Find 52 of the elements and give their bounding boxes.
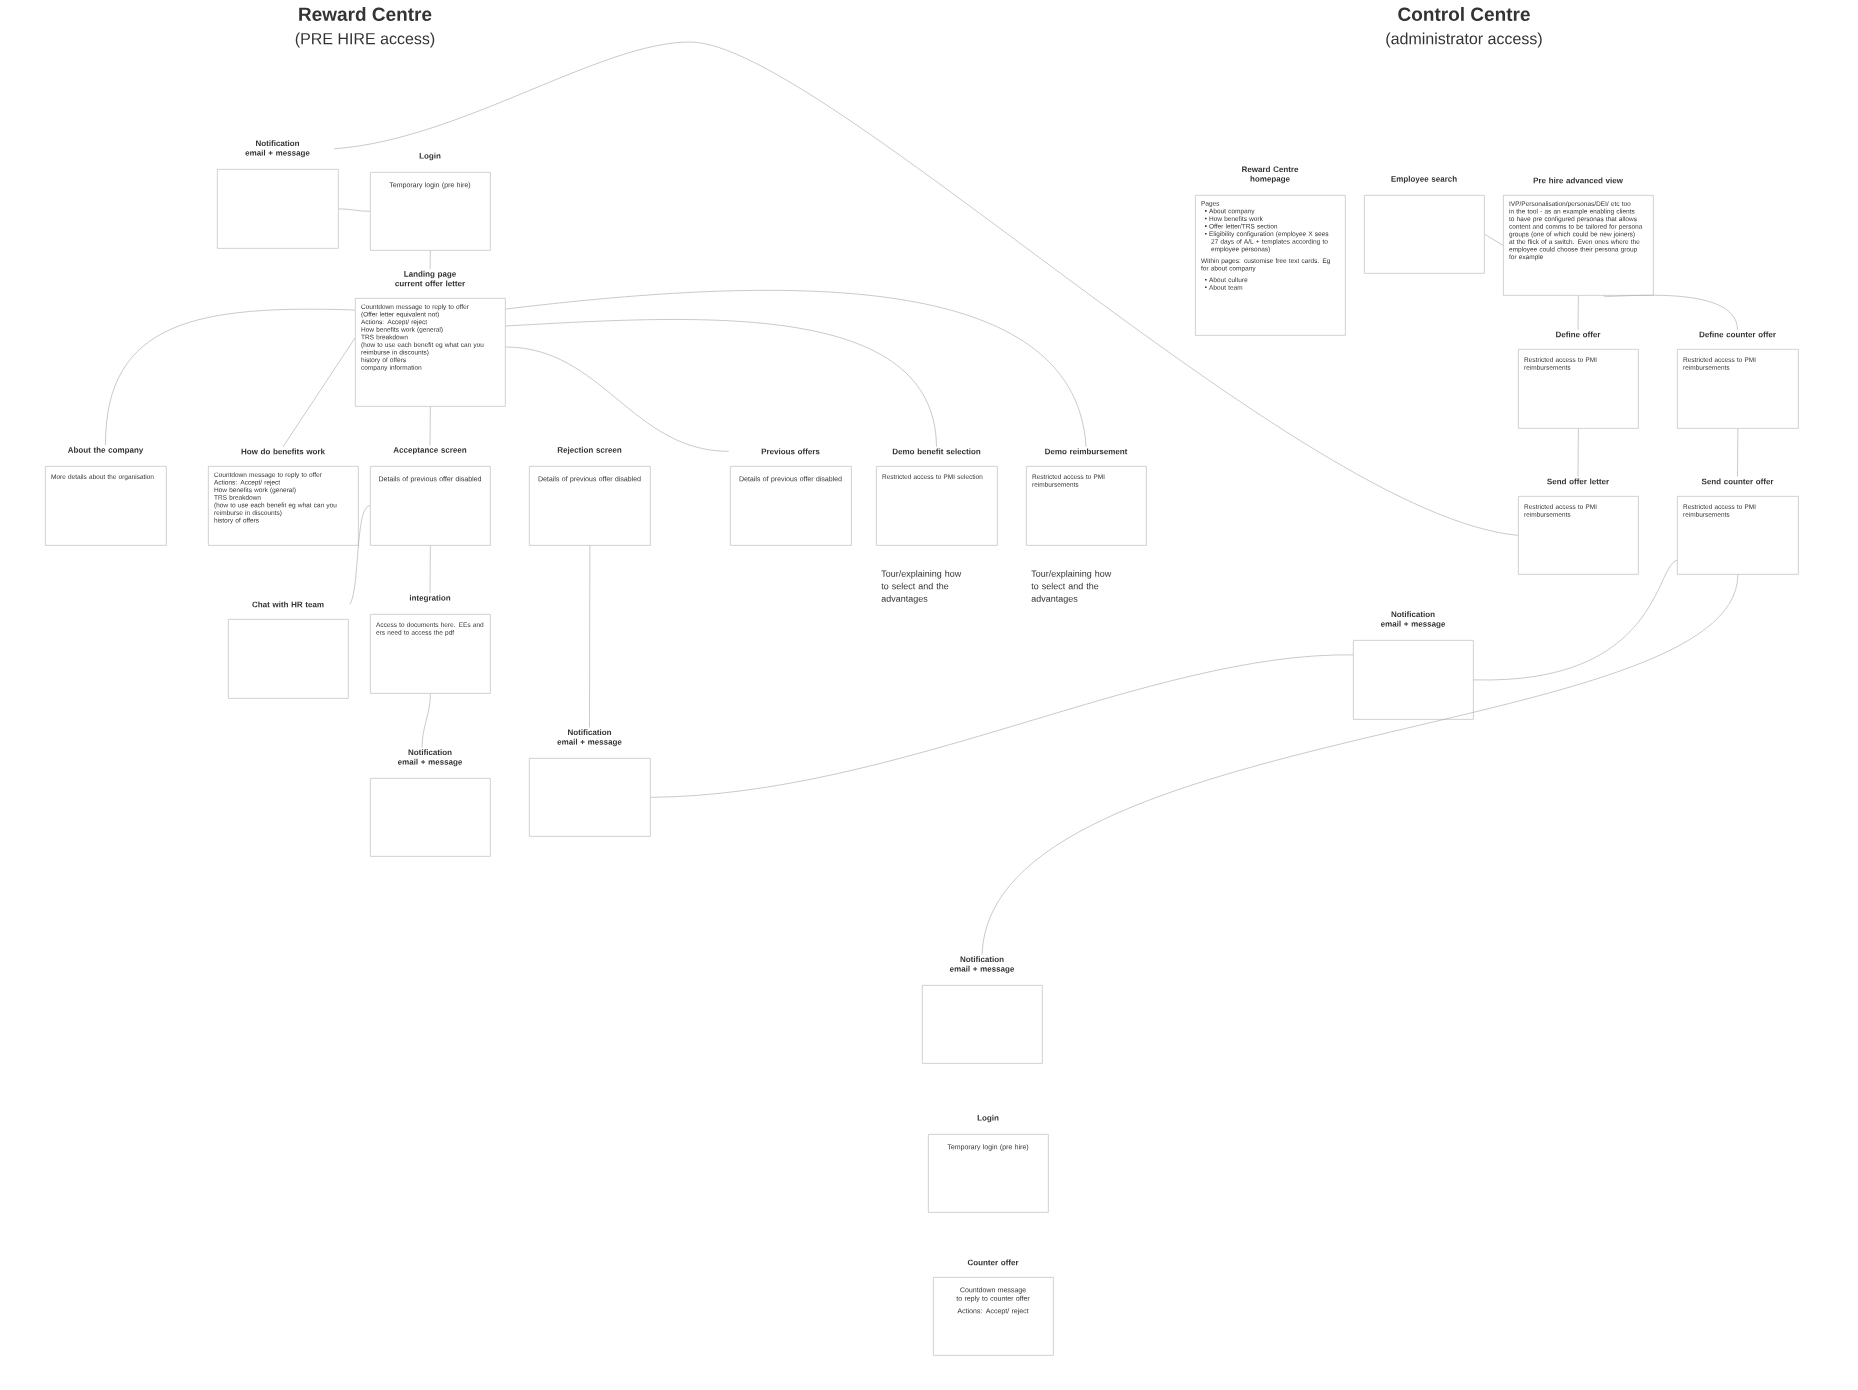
connector-line [505,290,1087,448]
connector-line [589,545,591,728]
connector-line [282,337,356,448]
screen-heading: Define counter offer [1699,331,1776,338]
note-text: Tour/explaining how to select and the advantages [1031,570,1112,604]
note-text: Tour/explaining how to select and the advantages [881,570,962,604]
connector-line [333,41,1519,536]
connector-line [338,208,371,212]
connector-line [505,346,730,452]
connector-line [505,319,937,448]
connector-line [650,654,1354,798]
screen-heading: Chat with HR team [252,601,324,608]
connector-line [429,406,431,446]
screen-heading: Login [419,152,441,161]
screen-heading: Reward Centre homepage [1242,166,1299,184]
screen-heading: Notification email + message [397,749,463,767]
screen-heading: Counter offer [967,1259,1019,1266]
section-title: Control Centre [1398,7,1530,21]
screen-heading: Notification email + message [245,140,310,158]
connector-line [1484,234,1504,246]
section-title: Reward Centre [299,7,432,21]
screen-heading: Notification email + message [1381,611,1446,629]
connector-line [1577,295,1579,331]
screen-heading: Employee search [1391,175,1457,184]
screen-heading: Landing page current offer letter [395,270,465,287]
connector-line [1737,428,1739,478]
screen-heading: Send offer letter [1547,478,1609,485]
screen-heading: Send counter offer [1701,478,1774,485]
connector-line [1473,560,1678,681]
screen-heading: Acceptance screen [393,447,467,455]
screen-heading: Rejection screen [557,446,622,455]
screen-heading: Previous offers [761,448,820,455]
screen-heading: Define offer [1556,331,1601,338]
screen-heading: About the company [67,446,144,455]
screen-heading: Login [977,1114,999,1123]
screen-heading: integration [409,594,451,603]
connector-line [349,505,371,605]
connector-line [105,308,356,446]
connector-line [429,545,431,594]
screen-heading: Pre hire advanced view [1533,177,1623,184]
connector-line [429,250,431,270]
connector-line [1603,294,1738,331]
screen-heading: Demo reimbursement [1045,448,1128,455]
section-subtitle: (PRE HIRE access) [295,32,435,48]
screen-heading: How do benefits work [241,448,325,455]
screen-heading: Notification email + message [949,956,1015,974]
screen-heading: Notification email + message [557,729,622,747]
connector-line [421,693,431,748]
connector-line [1577,428,1579,478]
screen-heading: Demo benefit selection [892,448,981,455]
connector-line [981,574,1739,955]
section-subtitle: (administrator access) [1386,32,1542,48]
